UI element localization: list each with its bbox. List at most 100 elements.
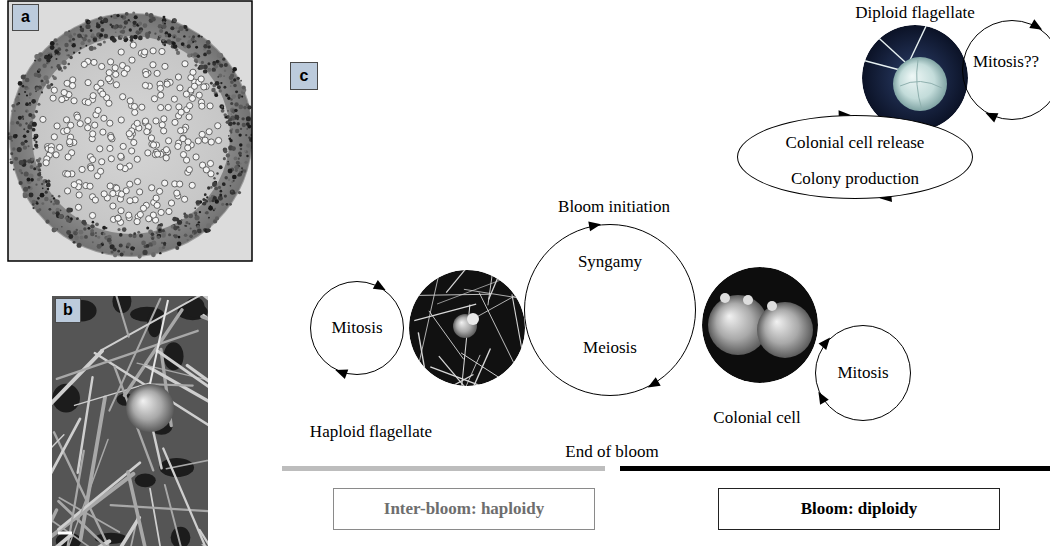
- rim-speck: [95, 235, 97, 237]
- rim-speck: [23, 128, 25, 130]
- rim-speck: [14, 157, 17, 160]
- rim-speck: [230, 98, 233, 101]
- rim-speck: [69, 39, 72, 42]
- rim-speck: [40, 193, 45, 198]
- rim-speck: [47, 188, 50, 191]
- colonial-cell-dot: [97, 168, 103, 174]
- colonial-cell-dot: [89, 212, 95, 218]
- rim-speck: [218, 74, 222, 78]
- rim-speck: [202, 198, 205, 201]
- rim-speck: [14, 161, 18, 165]
- colonial-cell-dot: [89, 157, 95, 163]
- colonial-cell-dot: [187, 103, 193, 109]
- rim-speck: [95, 222, 99, 226]
- rim-speck: [128, 19, 130, 21]
- rim-speck: [230, 80, 234, 84]
- rim-speck: [185, 221, 188, 224]
- rim-speck: [137, 231, 140, 234]
- filament: [101, 296, 208, 350]
- rim-speck: [206, 223, 211, 228]
- rim-speck: [139, 32, 141, 34]
- rim-speck: [192, 230, 197, 235]
- filament: [445, 355, 480, 432]
- colonial-cell-sphere: [757, 302, 813, 358]
- colonial-cell-dot: [142, 49, 148, 55]
- rim-speck: [63, 66, 67, 70]
- filament: [525, 307, 535, 368]
- rim-speck: [84, 235, 88, 239]
- rim-speck: [213, 209, 215, 211]
- colony-disc: [9, 13, 252, 257]
- rim-speck: [246, 155, 248, 157]
- colonial-cell-dot: [207, 160, 213, 166]
- colonial-cell-dot: [215, 137, 221, 143]
- rim-speck: [243, 106, 247, 110]
- rim-speck: [224, 194, 227, 197]
- filament: [166, 458, 208, 469]
- rim-speck: [61, 69, 63, 71]
- rim-speck: [91, 33, 94, 36]
- rim-speck: [213, 177, 215, 179]
- rim-speck: [235, 129, 239, 133]
- rim-speck: [97, 244, 102, 249]
- rim-speck: [61, 226, 63, 228]
- rim-speck: [34, 136, 37, 139]
- filament: [461, 348, 491, 415]
- rim-speck: [25, 109, 29, 113]
- filament: [128, 472, 164, 546]
- node-text: Inter-bloom: haploidy: [384, 499, 544, 519]
- rim-speck: [151, 252, 156, 257]
- rim-speck: [104, 34, 109, 39]
- colonial-cell-dot: [130, 42, 136, 48]
- colonial-cell-dot: [107, 183, 113, 189]
- rim-speck: [113, 15, 115, 17]
- colonial-cell-dot: [92, 122, 98, 128]
- rim-speck: [12, 147, 16, 151]
- colonial-cell-dot: [113, 71, 119, 77]
- rim-speck: [194, 211, 197, 214]
- rim-speck: [132, 11, 135, 14]
- rim-speck: [10, 121, 14, 125]
- rim-speck: [185, 28, 188, 31]
- rim-speck: [238, 172, 242, 176]
- colonial-cell-dot: [120, 143, 126, 149]
- filter-pore: [185, 297, 205, 318]
- filament: [63, 440, 108, 546]
- colonial-cell-dot: [90, 93, 96, 99]
- sem-body: [52, 296, 208, 546]
- rim-speck: [34, 60, 36, 62]
- rim-speck: [145, 33, 150, 38]
- rim-speck: [50, 52, 52, 54]
- filament: [430, 367, 506, 396]
- rim-speck: [60, 210, 62, 212]
- rim-speck: [178, 26, 183, 31]
- rim-speck: [52, 75, 55, 78]
- rim-speck: [54, 228, 58, 232]
- rim-speck: [211, 88, 216, 93]
- flagellate-cell: [126, 384, 174, 432]
- rim-speck: [181, 42, 185, 46]
- colonial-cell-dot: [53, 152, 59, 158]
- rim-speck: [178, 236, 181, 239]
- colonial-cell-dot: [165, 104, 171, 110]
- rim-speck: [223, 149, 227, 153]
- rim-speck: [10, 158, 12, 160]
- rim-speck: [207, 62, 210, 65]
- colonial-cell-dot: [153, 118, 159, 124]
- rim-speck: [18, 116, 22, 120]
- colonial-cell-dot: [182, 61, 188, 67]
- rim-speck: [231, 181, 233, 183]
- colony-rim: [21, 25, 241, 245]
- rim-speck: [103, 40, 106, 43]
- rim-speck: [197, 54, 201, 58]
- rim-speck: [177, 220, 182, 225]
- rim-speck: [90, 229, 94, 233]
- colonial-cell-dot: [117, 164, 123, 170]
- rim-speck: [172, 34, 177, 39]
- rim-speck: [58, 214, 63, 219]
- filament: [394, 281, 428, 336]
- rim-speck: [219, 165, 223, 169]
- rim-speck: [241, 96, 243, 98]
- rim-speck: [161, 242, 163, 244]
- colonial-cell-dot: [154, 202, 160, 208]
